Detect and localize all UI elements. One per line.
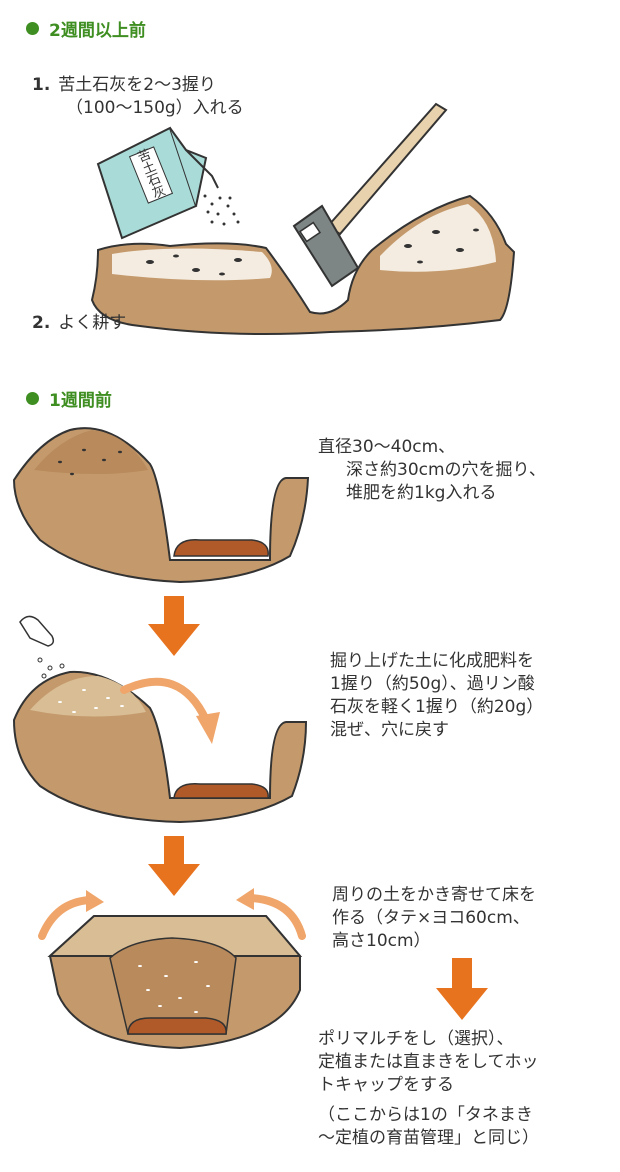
- curved-arrow-right: [246, 894, 306, 940]
- flow-arrow-1: [148, 596, 200, 656]
- curved-arrow-right-head: [236, 888, 254, 910]
- tilled-soil-illustration: [90, 194, 516, 335]
- curved-arrow-left: [38, 896, 94, 940]
- desc-2-line-1: 掘り上げた土に化成肥料を: [330, 651, 534, 671]
- step-1-text: 苦土石灰を2〜3握り: [58, 75, 216, 95]
- flow-arrow-2: [148, 836, 200, 896]
- desc-2-line-4: 混ぜ、穴に戻す: [330, 720, 449, 740]
- desc-4-line-3: トキャップをする: [318, 1075, 454, 1095]
- section-heading-1-week: 1週間前: [26, 386, 112, 411]
- section-heading-text: 2週間以上前: [49, 21, 146, 41]
- step-1-line-2: （100〜150g）入れる: [66, 98, 244, 118]
- desc-1-line-3: 堆肥を約1kg入れる: [346, 483, 497, 503]
- desc-3-line-2: 作る（タテ×ヨコ60cm、: [332, 908, 530, 928]
- lime-bag-illustration: [96, 126, 219, 240]
- green-bullet-icon: [26, 22, 39, 35]
- curved-arrow-return-soil: [120, 677, 210, 724]
- dug-hole-illustration: [12, 427, 310, 584]
- section-heading-text: 1週間前: [49, 391, 112, 411]
- desc-4-line-1: ポリマルチをし（選択）、: [318, 1029, 514, 1049]
- desc-1-line-1: 直径30〜40cm、: [318, 437, 456, 457]
- step-1-number: 1.: [32, 75, 51, 95]
- raised-bed-illustration: [47, 915, 303, 1050]
- desc-3-line-1: 周りの土をかき寄せて床を: [332, 885, 536, 905]
- green-bullet-icon: [26, 392, 39, 405]
- step-2-text: よく耕す: [58, 313, 127, 333]
- desc-2-line-2: 1握り（約50g）、過リン酸: [330, 674, 535, 694]
- desc-1-line-2: 深さ約30cmの穴を掘り、: [346, 460, 546, 480]
- step-1-line-1: 1. 苦土石灰を2〜3握り: [32, 74, 216, 96]
- lime-powder-falling: [203, 194, 240, 226]
- step-2-number: 2.: [32, 313, 51, 333]
- curved-arrow-head: [196, 712, 220, 744]
- desc-4-line-4: （ここからは1の「タネまき: [318, 1105, 533, 1125]
- step-2-line: 2. よく耕す: [32, 312, 126, 334]
- curved-arrow-left-head: [86, 890, 104, 912]
- mixing-soil-illustration: [12, 670, 308, 824]
- hoe-illustration: [292, 102, 448, 288]
- desc-3-line-3: 高さ10cm）: [332, 931, 431, 951]
- section-heading-2-weeks: 2週間以上前: [26, 16, 146, 41]
- flow-arrow-3: [436, 958, 488, 1020]
- desc-2-line-3: 石灰を軽く1握り（約20g）: [330, 697, 544, 717]
- hand-icon: [19, 615, 55, 647]
- desc-4-line-5: 〜定植の育苗管理」と同じ）: [318, 1128, 539, 1148]
- desc-4-line-2: 定植または直まきをしてホッ: [318, 1052, 539, 1072]
